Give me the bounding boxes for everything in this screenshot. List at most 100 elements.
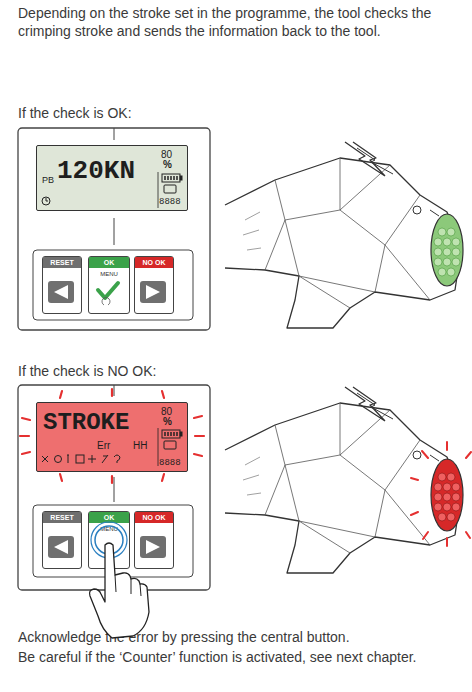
percent-value: 80 xyxy=(161,407,172,417)
status-light-ok xyxy=(452,258,460,266)
intro-text: Depending on the stroke set in the progr… xyxy=(18,4,463,40)
battery-icon xyxy=(165,432,177,436)
error-glow xyxy=(20,389,204,483)
pressing-hand xyxy=(90,543,150,638)
button-icons xyxy=(140,281,166,303)
button-icons xyxy=(48,281,166,558)
control-housing xyxy=(18,385,210,590)
status-icons xyxy=(88,455,96,463)
status-light-error xyxy=(434,483,442,491)
status-icons xyxy=(55,456,62,463)
status-light-ok xyxy=(443,258,451,266)
pressing-hand xyxy=(115,575,141,596)
percent-value: 80 xyxy=(161,150,172,160)
error-code: HH xyxy=(133,441,147,451)
clock-icon xyxy=(42,197,50,205)
status-light-ok xyxy=(434,258,442,266)
battery-icon xyxy=(162,430,180,438)
percent-sign: % xyxy=(163,417,172,427)
button-icons xyxy=(102,298,110,305)
button-icons xyxy=(48,281,74,303)
button-icons xyxy=(54,540,68,554)
status-icons xyxy=(67,455,69,463)
status-icons xyxy=(102,455,108,463)
keypad-button: OKMENU xyxy=(88,256,130,314)
button-icons xyxy=(98,283,118,298)
button-sublabel: MENU xyxy=(89,526,129,532)
status-light-error xyxy=(438,473,446,481)
control-housing xyxy=(33,250,193,320)
status-icons xyxy=(42,455,120,463)
note-text: Be careful if the ‘Counter’ function is … xyxy=(18,648,463,666)
status-light-error xyxy=(443,493,451,501)
button-label: RESET xyxy=(43,259,81,266)
clock-icon xyxy=(42,197,50,205)
battery-icon xyxy=(162,174,180,182)
button-icons xyxy=(95,526,123,554)
status-light-ok xyxy=(434,228,460,276)
keypad-button: NO OK xyxy=(134,256,174,314)
status-icons xyxy=(114,455,120,463)
button-icons xyxy=(91,522,127,558)
lcd-message: STROKE xyxy=(43,411,129,435)
status-light-ok xyxy=(431,214,463,286)
status-light-ok xyxy=(443,248,451,256)
button-icons xyxy=(54,285,68,299)
program-code: PB xyxy=(42,176,54,185)
status-light-ok xyxy=(447,228,455,236)
button-icons xyxy=(146,285,160,299)
counter-digits: 8888 xyxy=(159,198,181,207)
control-housing xyxy=(114,385,115,396)
status-icons xyxy=(42,456,48,462)
error-glow xyxy=(20,389,204,483)
status-light-error xyxy=(452,483,460,491)
button-label: RESET xyxy=(43,514,81,521)
button-icons xyxy=(140,536,166,558)
control-housing xyxy=(33,505,193,577)
control-housing xyxy=(18,128,210,330)
status-light-ok xyxy=(438,228,446,236)
status-light-error xyxy=(411,442,471,546)
battery-icon xyxy=(165,176,177,180)
button-label: NO OK xyxy=(135,259,173,266)
status-light-ok xyxy=(452,238,460,246)
percent-sign: % xyxy=(163,160,172,170)
status-light-ok xyxy=(447,268,455,276)
status-light-error xyxy=(411,442,471,546)
button-label: NO OK xyxy=(135,514,173,521)
status-light-error xyxy=(434,503,442,511)
button-icons xyxy=(48,536,74,558)
button-sublabel: MENU xyxy=(89,271,129,277)
error-code: Err xyxy=(97,441,110,451)
status-light-ok xyxy=(434,248,442,256)
status-light-error xyxy=(431,459,463,531)
status-light-error xyxy=(438,513,446,521)
status-light-ok xyxy=(443,238,451,246)
status-light-error xyxy=(434,493,442,501)
illustration xyxy=(225,142,461,328)
battery-icon xyxy=(180,176,182,180)
control-housing xyxy=(18,128,210,590)
status-light-error xyxy=(452,493,460,501)
section-heading: If the check is OK: xyxy=(18,104,318,122)
battery-icon xyxy=(158,172,182,466)
status-light-error xyxy=(434,473,460,521)
battery-icon xyxy=(158,172,159,466)
pressing-hand xyxy=(90,543,150,638)
lcd-screen: STROKE Err HH 80% 8888 xyxy=(36,402,188,472)
button-icons xyxy=(146,540,160,554)
status-light-error xyxy=(447,513,455,521)
status-light-ok xyxy=(452,248,460,256)
control-housing xyxy=(114,128,115,140)
counter-digits: 8888 xyxy=(159,459,181,468)
section-heading: If the check is NO OK: xyxy=(18,362,318,380)
status-light-error xyxy=(443,483,451,491)
status-light-error xyxy=(443,503,451,511)
illustration xyxy=(225,387,461,573)
status-light-error xyxy=(452,503,460,511)
keypad-button: NO OK xyxy=(134,511,174,569)
status-light-ok xyxy=(431,214,463,286)
note-text: Acknowledge the error by pressing the ce… xyxy=(18,628,463,646)
battery-icon xyxy=(164,441,176,449)
